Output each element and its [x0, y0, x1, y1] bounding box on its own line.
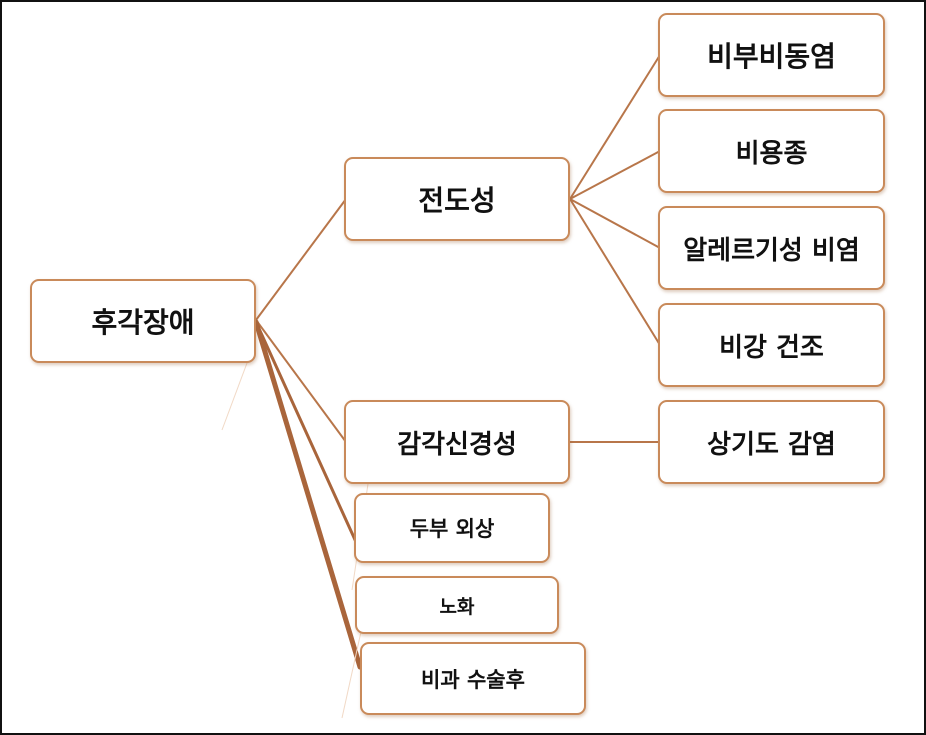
- link-root-sensorineural: [255, 319, 347, 443]
- link-conductive-child-3: [569, 198, 661, 249]
- other-cause-node-1: 두부 외상: [354, 493, 550, 563]
- child-node-sensorineural: 상기도 감염: [658, 400, 885, 484]
- link-conductive-child-4: [569, 198, 661, 346]
- link-root-other-2: [253, 319, 363, 670]
- child-node-conductive-4: 비강 건조: [658, 303, 885, 387]
- link-conductive-child-2: [569, 150, 661, 200]
- child-node-conductive-3: 알레르기성 비염: [658, 206, 885, 290]
- branch-node-conductive: 전도성: [344, 157, 570, 241]
- child-node-conductive-1: 비부비동염: [658, 13, 885, 97]
- root-node: 후각장애: [30, 279, 256, 363]
- branch-node-sensorineural: 감각신경성: [344, 400, 570, 484]
- link-root-conductive: [255, 198, 347, 321]
- link-conductive-child-1: [569, 54, 661, 200]
- child-node-conductive-2: 비용종: [658, 109, 885, 193]
- other-cause-node-3: 비과 수술후: [360, 642, 586, 715]
- link-root-other-1: [254, 320, 358, 544]
- other-cause-node-2: 노화: [355, 576, 559, 634]
